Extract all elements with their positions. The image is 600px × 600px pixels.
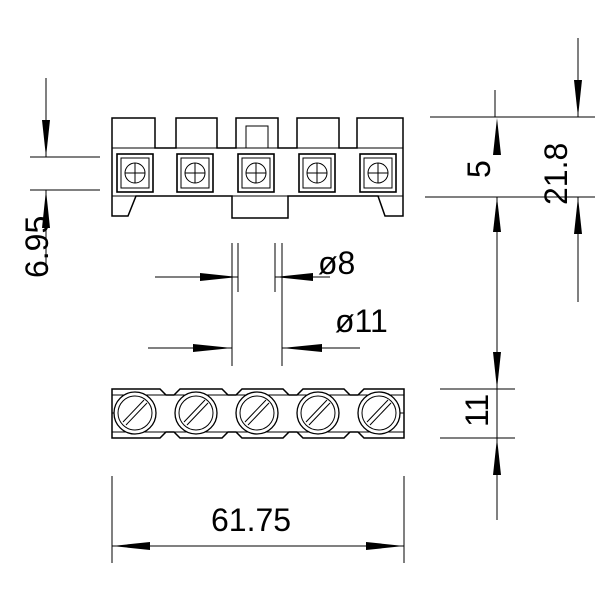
dim-width-label: 61.75 <box>211 502 291 538</box>
dim-total-height-label: 21.8 <box>538 143 574 205</box>
dim-clamp-height-label: 5 <box>461 160 497 178</box>
dim-width: 61.75 <box>111 476 405 563</box>
screw-5 <box>357 391 401 435</box>
dim-base-height: 11 <box>440 352 515 475</box>
terminal-clamp-3 <box>237 153 275 193</box>
top-view <box>111 388 405 439</box>
screw-2 <box>174 391 218 435</box>
dim-inner-diameter-label: ø8 <box>318 245 355 281</box>
dim-side-offset-label: 6.95 <box>19 216 55 278</box>
dim-outer-diameter-label: ø11 <box>335 303 388 339</box>
screw-3 <box>235 391 279 435</box>
terminal-clamp-5 <box>359 153 397 193</box>
terminal-clamp-2 <box>176 153 214 193</box>
screw-1 <box>113 391 157 435</box>
terminal-clamp-1 <box>116 153 154 193</box>
screw-4 <box>296 391 340 435</box>
dim-diameters: ø8 ø11 <box>148 243 388 366</box>
dim-right: 5 21.8 <box>425 38 595 520</box>
front-view <box>111 117 404 219</box>
terminal-clamp-4 <box>298 153 336 193</box>
dim-side-offset: 6.95 <box>19 78 100 278</box>
dim-base-height-label: 11 <box>459 394 495 427</box>
